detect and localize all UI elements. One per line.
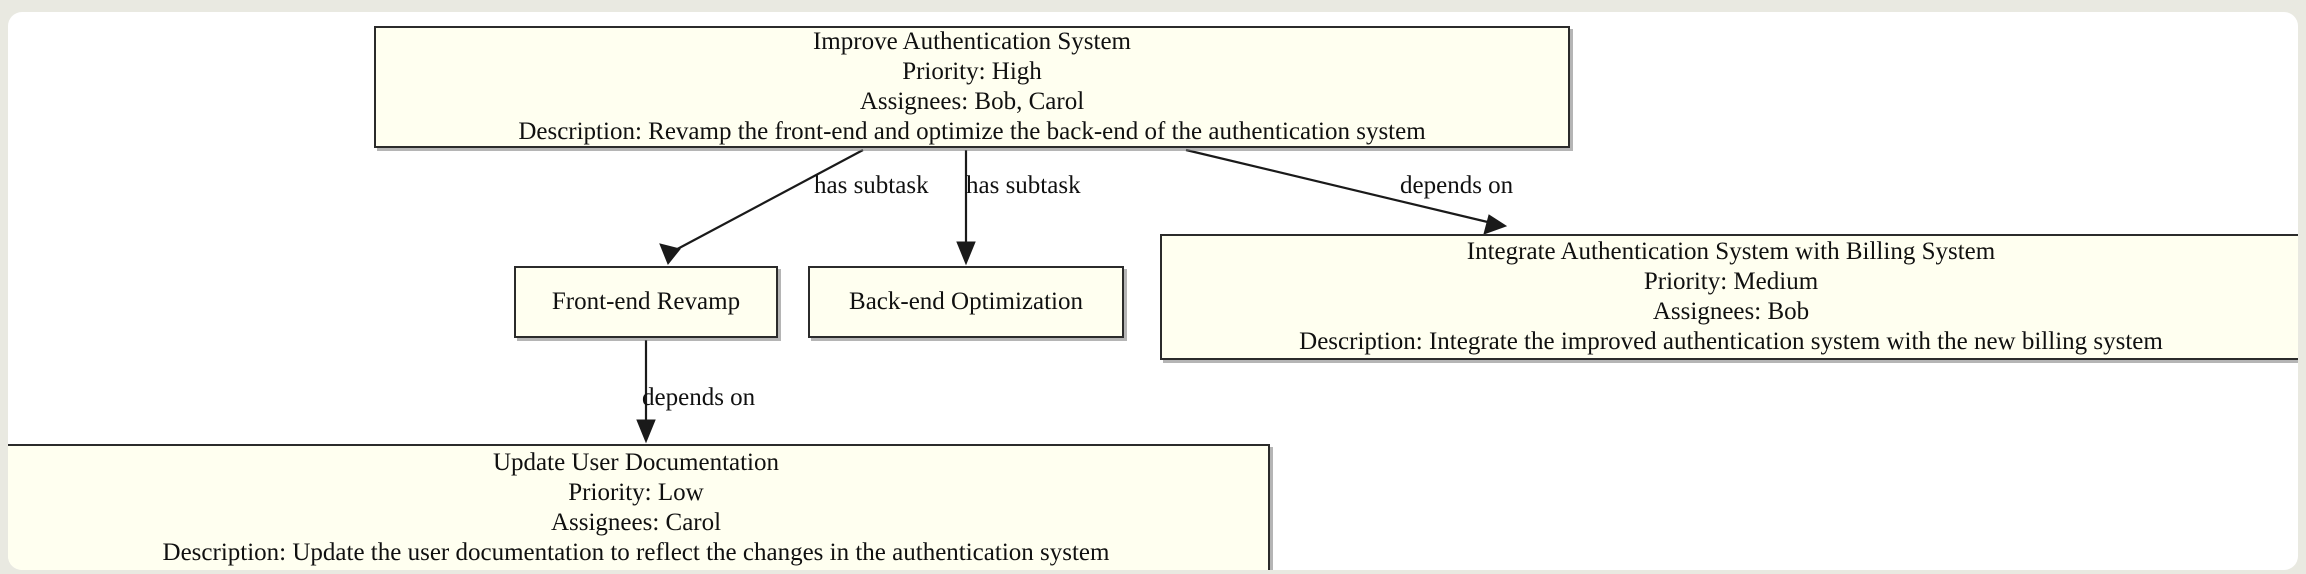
node-title: Front-end Revamp bbox=[551, 288, 741, 315]
node-improve-authentication-system[interactable]: Improve Authentication System Priority: … bbox=[374, 26, 1570, 148]
node-description: Description: Update the user documentati… bbox=[162, 539, 1110, 566]
node-assignees: Assignees: Carol bbox=[550, 509, 722, 536]
node-assignees: Assignees: Bob, Carol bbox=[859, 88, 1085, 115]
node-priority: Priority: High bbox=[902, 58, 1042, 85]
node-title: Back-end Optimization bbox=[849, 288, 1083, 315]
edge-label-depends-on-integrate: depends on bbox=[1400, 172, 1514, 199]
node-title: Improve Authentication System bbox=[812, 28, 1131, 55]
task-dependency-graph: Improve Authentication System Priority: … bbox=[8, 12, 2298, 570]
edge-has-subtask-frontend bbox=[659, 149, 864, 265]
node-integrate-authentication-system-with-billing-system[interactable]: Integrate Authentication System with Bil… bbox=[1160, 234, 2298, 360]
node-description: Description: Integrate the improved auth… bbox=[1299, 328, 2163, 355]
node-front-end-revamp[interactable]: Front-end Revamp bbox=[514, 266, 778, 338]
node-back-end-optimization[interactable]: Back-end Optimization bbox=[808, 266, 1124, 338]
node-description: Description: Revamp the front-end and op… bbox=[518, 118, 1426, 145]
node-title: Integrate Authentication System with Bil… bbox=[1466, 238, 1996, 265]
node-priority: Priority: Medium bbox=[1643, 268, 1819, 295]
node-update-user-documentation[interactable]: Update User Documentation Priority: Low … bbox=[8, 444, 1270, 570]
edge-has-subtask-backend bbox=[956, 150, 976, 266]
node-assignees: Assignees: Bob bbox=[1652, 298, 1810, 325]
node-priority: Priority: Low bbox=[568, 479, 704, 506]
node-title: Update User Documentation bbox=[492, 449, 780, 476]
edge-label-has-subtask-backend: has subtask bbox=[966, 172, 1081, 199]
diagram-canvas: Improve Authentication System Priority: … bbox=[8, 12, 2298, 570]
edge-label-has-subtask-frontend: has subtask bbox=[814, 172, 929, 199]
edge-label-depends-on-update-docs: depends on bbox=[642, 384, 756, 411]
